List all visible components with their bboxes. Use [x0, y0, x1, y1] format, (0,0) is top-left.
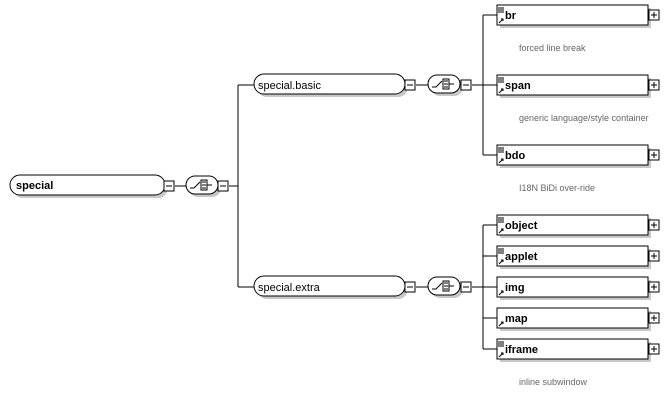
plus-box-icon[interactable]: [648, 219, 660, 231]
group-label-special-extra: special.extra: [258, 282, 321, 294]
group-label-special-basic: special.basic: [258, 80, 321, 92]
element-document-icon: [498, 341, 504, 358]
doc-br: forced line break: [519, 43, 586, 53]
element-document-icon: [498, 248, 504, 265]
element-node-iframe[interactable]: iframe: [496, 338, 651, 362]
plus-box-icon[interactable]: [648, 79, 660, 91]
element-node-object[interactable]: object: [496, 214, 651, 238]
element-document-icon: [498, 290, 504, 296]
group-node-special-extra[interactable]: special.extra: [253, 275, 408, 299]
element-node-span[interactable]: span: [496, 74, 651, 98]
doc-bdo: I18N BiDi over-ride: [519, 183, 595, 193]
element-node-map[interactable]: map: [496, 307, 651, 331]
element-label-br: br: [505, 10, 517, 22]
element-document-icon: [498, 77, 504, 94]
plus-box-icon[interactable]: [648, 149, 660, 161]
element-label-iframe: iframe: [505, 344, 538, 356]
minus-box-icon[interactable]: [217, 180, 229, 192]
element-node-br[interactable]: br: [496, 4, 651, 28]
element-label-span: span: [505, 80, 531, 92]
element-document-icon: [498, 217, 504, 234]
minus-box-icon[interactable]: [460, 281, 472, 293]
element-label-img: img: [505, 282, 525, 294]
element-label-map: map: [505, 313, 528, 325]
choice-compositor-icon: [185, 175, 221, 197]
minus-box-icon[interactable]: [163, 180, 175, 192]
root-group-node[interactable]: special: [9, 174, 168, 198]
element-node-img[interactable]: img: [496, 276, 651, 300]
plus-box-icon[interactable]: [648, 9, 660, 21]
doc-iframe: inline subwindow: [519, 377, 588, 387]
group-node-special-basic[interactable]: special.basic: [253, 73, 408, 97]
element-node-applet[interactable]: applet: [496, 245, 651, 269]
plus-box-icon[interactable]: [648, 250, 660, 262]
root-group-label: special: [16, 180, 53, 192]
plus-box-icon[interactable]: [648, 312, 660, 324]
element-document-icon: [498, 147, 504, 164]
plus-box-icon[interactable]: [648, 281, 660, 293]
element-label-applet: applet: [505, 251, 538, 263]
element-node-bdo[interactable]: bdo: [496, 144, 651, 168]
connector-lines: [175, 14, 497, 350]
plus-box-icon[interactable]: [648, 343, 660, 355]
element-label-object: object: [505, 220, 538, 232]
minus-box-icon[interactable]: [404, 281, 416, 293]
minus-box-icon[interactable]: [460, 79, 472, 91]
minus-box-icon[interactable]: [404, 79, 416, 91]
element-document-icon: [498, 321, 504, 327]
element-document-icon: [498, 7, 504, 24]
choice-compositor-icon: [427, 74, 463, 96]
element-label-bdo: bdo: [505, 150, 525, 162]
doc-span: generic language/style container: [519, 113, 649, 123]
choice-compositor-icon: [427, 276, 463, 298]
